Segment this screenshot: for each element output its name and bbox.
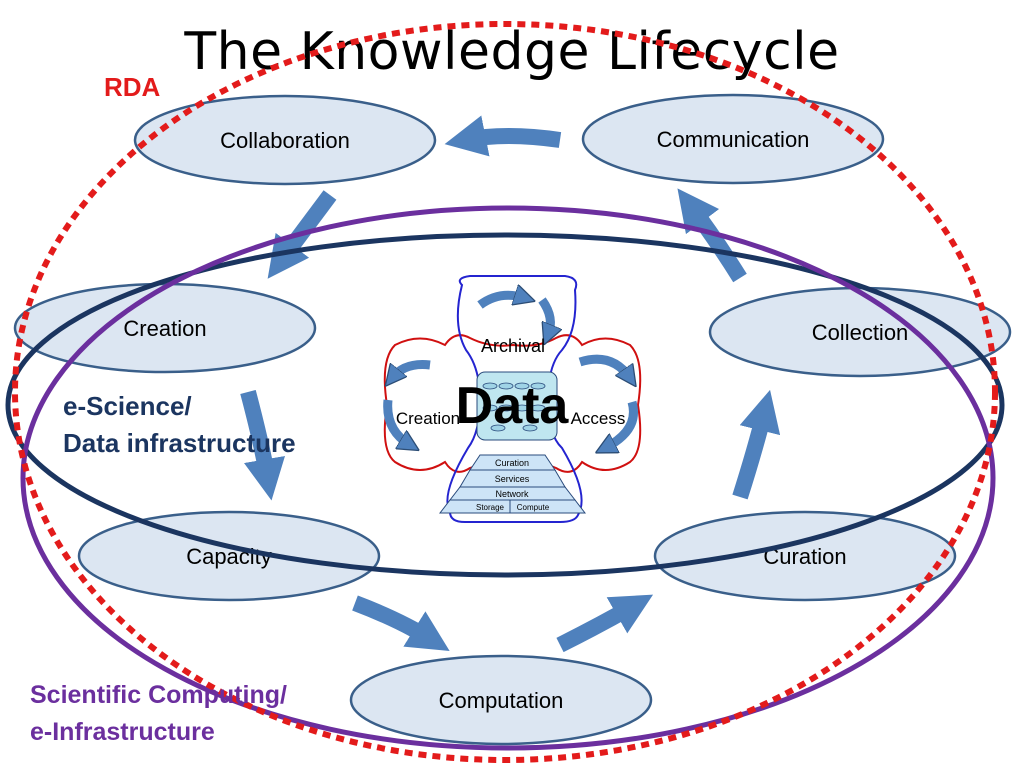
arrow-curation-to-collection — [732, 389, 781, 500]
cycle-arrow-top-down — [538, 297, 550, 335]
stack-label-network: Network — [495, 489, 529, 499]
page-title: The Knowledge Lifecycle — [184, 22, 840, 82]
node-capacity — [77, 510, 381, 602]
center-label-data: Data — [456, 377, 570, 435]
node-curation — [653, 510, 957, 602]
cycle-arrow-right-top — [578, 354, 630, 378]
node-communication — [581, 93, 885, 185]
rda-label: RDA — [104, 72, 161, 102]
node-computation — [349, 654, 653, 746]
cycle-arrow-left-top — [392, 360, 431, 378]
database-cylinders-icon — [476, 371, 558, 441]
cycle-arrow-right-bottom — [605, 400, 638, 448]
stack-label-compute: Compute — [517, 503, 550, 512]
stack-label-services: Services — [495, 474, 530, 484]
node-communication-label: Communication — [657, 127, 810, 152]
scope-rings — [5, 21, 1005, 763]
arrow-computation-to-curation — [556, 594, 654, 653]
escience-label: e-Science/ Data infrastructure — [63, 388, 296, 462]
scientific-computing-ring — [20, 205, 996, 751]
stack-label-curation: Curation — [495, 458, 529, 468]
arrow-capacity-to-computation — [352, 595, 450, 652]
scientific-computing-label-line2: e-Infrastructure — [30, 718, 215, 746]
cycle-arrow-left-bottom — [383, 399, 410, 445]
rda-ring — [12, 21, 998, 763]
central-data-graphic: Curation Services Network Storage Comput… — [383, 275, 642, 523]
arrow-communication-to-collaboration — [444, 115, 562, 157]
cycle-arrow-top-right — [477, 295, 525, 309]
node-creation — [13, 282, 317, 374]
node-creation-label: Creation — [123, 316, 206, 341]
scientific-computing-label-line1: Scientific Computing/ — [30, 681, 287, 709]
center-label-creation: Creation — [396, 409, 460, 428]
node-collaboration — [133, 94, 437, 186]
escience-label-line2: Data infrastructure — [63, 428, 296, 458]
node-collaboration-label: Collaboration — [220, 128, 350, 153]
escience-label-line1: e-Science/ — [63, 391, 192, 421]
center-label-archival: Archival — [481, 336, 545, 356]
lifecycle-nodes: Collaboration Communication Creation Col… — [13, 93, 1012, 746]
arrow-creation-to-capacity — [240, 389, 285, 501]
escience-ring — [5, 232, 1005, 578]
arrow-collection-to-communication — [677, 188, 747, 283]
node-collection-label: Collection — [812, 320, 909, 345]
center-label-access: Access — [571, 409, 626, 428]
scientific-computing-label: Scientific Computing/ e-Infrastructure — [30, 677, 287, 751]
stack-layer-base — [438, 499, 587, 514]
stack-label-storage: Storage — [476, 503, 505, 512]
node-computation-label: Computation — [439, 688, 564, 713]
